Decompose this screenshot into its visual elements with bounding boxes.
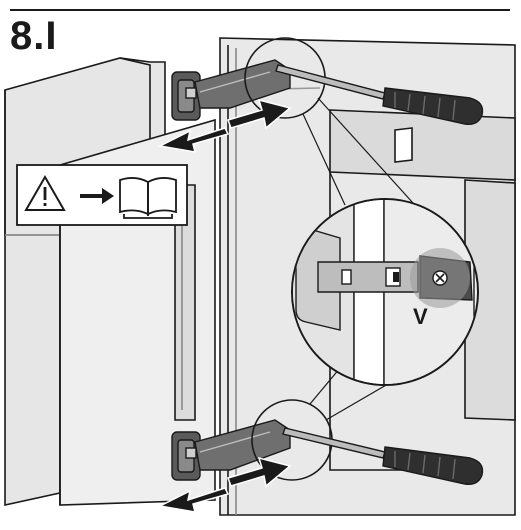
upper-screwdriver [275, 64, 484, 125]
lower-screwdriver [282, 427, 484, 485]
push-arrows [157, 98, 292, 513]
arrow-right-icon [80, 188, 114, 204]
step-number: 8.I [10, 14, 58, 58]
upper-pull-arrow [157, 127, 230, 153]
see-manual-callout [16, 164, 188, 226]
callout-label-v: V [413, 304, 428, 329]
warning-icon-dot [43, 203, 47, 206]
lower-pull-arrow [157, 487, 230, 513]
upper-push-arrow [227, 98, 292, 130]
detail-magnifier: V [291, 198, 479, 386]
upper-hinge [171, 59, 291, 121]
lower-hinge [171, 419, 291, 481]
latch-slot [394, 127, 413, 163]
manual-book-icon [119, 177, 177, 219]
header-rule [10, 9, 510, 11]
warning-icon-stem [43, 187, 47, 200]
lower-push-arrow [227, 456, 292, 488]
